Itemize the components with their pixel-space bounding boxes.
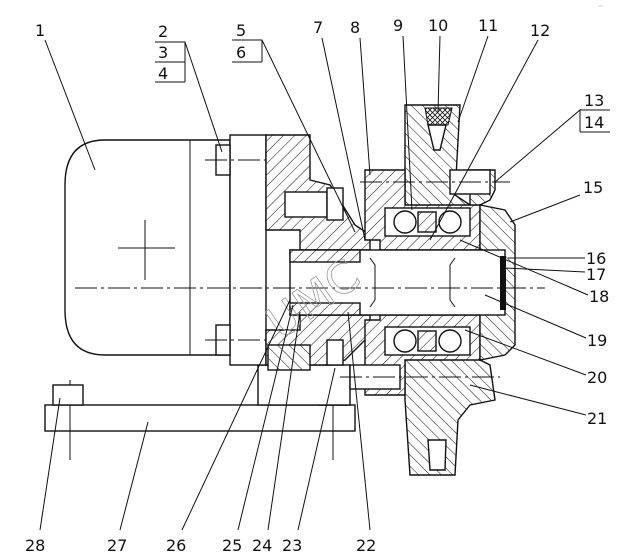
label-7: 7 xyxy=(313,18,323,37)
label-5: 5 xyxy=(236,21,246,40)
pulley-lower xyxy=(404,354,496,476)
label-16: 16 xyxy=(586,249,606,268)
corner-mark: ᵃᵖᵉ xyxy=(598,4,603,9)
label-2: 2 xyxy=(158,22,168,41)
base-bolt-left xyxy=(52,384,84,406)
label-27: 27 xyxy=(107,536,127,555)
label-12: 12 xyxy=(530,21,550,40)
label-22: 22 xyxy=(356,536,376,555)
v-belt xyxy=(424,107,453,126)
label-9: 9 xyxy=(393,16,403,35)
label-26: 26 xyxy=(166,536,186,555)
label-4: 4 xyxy=(158,64,168,83)
label-8: 8 xyxy=(350,18,360,37)
label-28: 28 xyxy=(25,536,45,555)
bearing-upper xyxy=(384,207,471,237)
label-11: 11 xyxy=(478,16,498,35)
label-3: 3 xyxy=(158,43,168,62)
retaining-ring xyxy=(500,256,506,310)
label-15: 15 xyxy=(583,178,603,197)
label-25: 25 xyxy=(222,536,242,555)
label-14: 14 xyxy=(584,113,604,132)
part-labels: 1 2 3 4 5 6 7 8 9 10 11 12 13 14 15 16 1… xyxy=(25,16,609,555)
bracket xyxy=(257,364,351,406)
motor-flange xyxy=(229,134,267,366)
leader-lines xyxy=(39,35,610,531)
label-23: 23 xyxy=(282,536,302,555)
label-6: 6 xyxy=(236,43,246,62)
label-10: 10 xyxy=(428,16,448,35)
base-plate xyxy=(44,404,356,432)
label-20: 20 xyxy=(587,368,607,387)
label-19: 19 xyxy=(587,331,607,350)
label-24: 24 xyxy=(252,536,272,555)
bearing-lower xyxy=(384,326,471,356)
label-13: 13 xyxy=(584,91,604,110)
label-18: 18 xyxy=(589,287,609,306)
label-17: 17 xyxy=(586,265,606,284)
label-21: 21 xyxy=(587,409,607,428)
label-1: 1 xyxy=(35,21,45,40)
